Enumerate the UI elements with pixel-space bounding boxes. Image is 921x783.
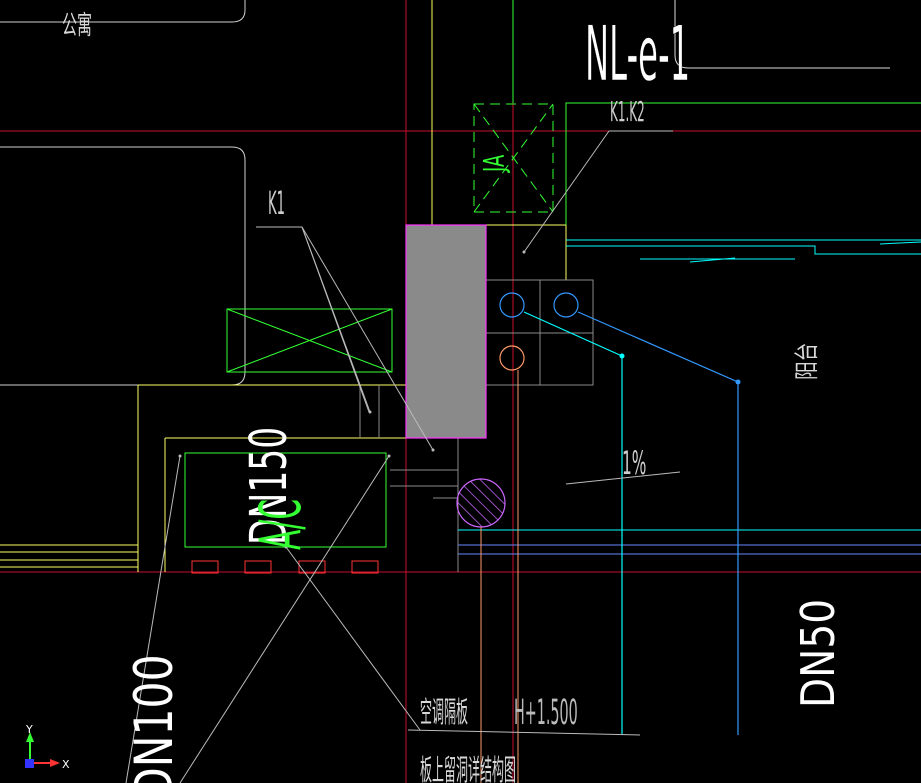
ac-brackets <box>191 560 379 574</box>
wall-lines <box>0 0 567 572</box>
ucs-axis-icon: Y X <box>25 723 70 771</box>
label-dn150: DN150 <box>240 427 298 545</box>
label-slope: 1% <box>622 445 646 482</box>
pipe-drain-circle <box>499 345 525 371</box>
ucs-x-label: X <box>62 758 70 771</box>
leader-lines <box>125 130 681 783</box>
pipe-dot-cyan <box>619 353 625 359</box>
label-nl-e-1: NL-e-1 <box>585 10 690 98</box>
label-k1k2: K1.K2 <box>610 96 645 128</box>
room-outlines <box>0 0 246 386</box>
nl-label-frame <box>674 0 890 69</box>
pipe-dot-blue <box>735 379 741 385</box>
label-ja: JA <box>478 154 512 173</box>
label-slab-reserved: 板上留洞详结构图 <box>420 755 516 783</box>
label-dn100: DN100 <box>125 654 185 783</box>
label-yangtai: 阳台 <box>794 343 822 380</box>
green-items <box>184 0 921 548</box>
label-k1: K1 <box>268 184 285 222</box>
label-ac-partition: 空调隔板 <box>420 697 468 730</box>
leader-dots <box>178 250 526 549</box>
ucs-y-label: Y <box>25 723 33 736</box>
label-gongyu: 公寓 <box>62 11 92 42</box>
label-ac: A/C <box>247 499 313 550</box>
balcony-lines-blue <box>458 544 921 555</box>
balcony-lines <box>458 239 921 531</box>
label-elevation: H+1.500 <box>514 693 578 734</box>
label-dn50: DN50 <box>792 599 846 708</box>
pipe-sleeve-hatched <box>456 478 506 528</box>
pipe-risers <box>499 292 739 783</box>
pipe-k2-circle <box>553 292 579 318</box>
pipe-k1-circle <box>499 292 525 318</box>
column-block <box>405 224 487 439</box>
